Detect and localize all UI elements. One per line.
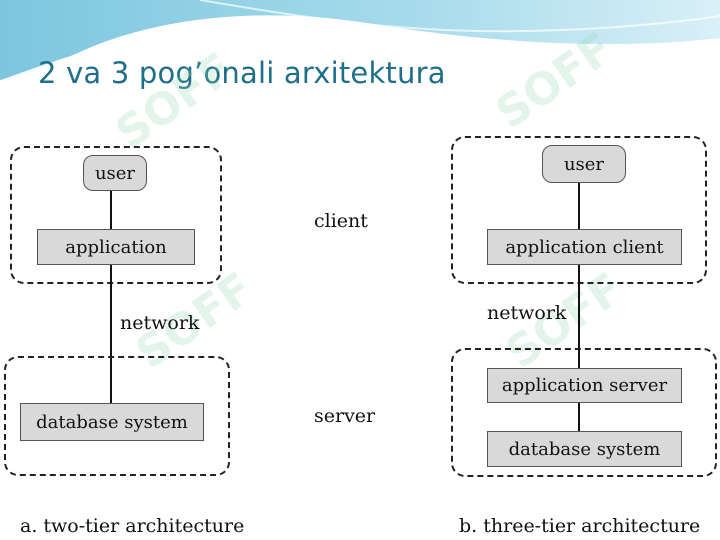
header-wave-decoration xyxy=(0,0,720,84)
client-boundary xyxy=(10,146,222,284)
server-boundary xyxy=(4,356,230,476)
connector-line xyxy=(578,183,580,229)
network-line xyxy=(578,265,580,368)
server-label: server xyxy=(314,405,376,427)
connector-line xyxy=(110,191,112,229)
database-node: database system xyxy=(20,403,204,441)
database-node: database system xyxy=(487,431,682,467)
network-label: network xyxy=(487,302,567,324)
application-client-node: application client xyxy=(487,229,682,265)
client-label: client xyxy=(314,210,368,232)
user-node: user xyxy=(542,145,626,183)
user-node: user xyxy=(83,155,147,191)
server-boundary xyxy=(451,348,717,477)
network-label: network xyxy=(120,312,200,334)
diagram-caption: b. three-tier architecture xyxy=(459,515,701,537)
application-server-node: application server xyxy=(487,368,682,403)
diagram-caption: a. two-tier architecture xyxy=(20,515,245,537)
application-node: application xyxy=(37,229,195,265)
network-line xyxy=(110,265,112,403)
slide-title: 2 va 3 pog’onali arxitektura xyxy=(38,56,446,90)
connector-line xyxy=(578,403,580,431)
